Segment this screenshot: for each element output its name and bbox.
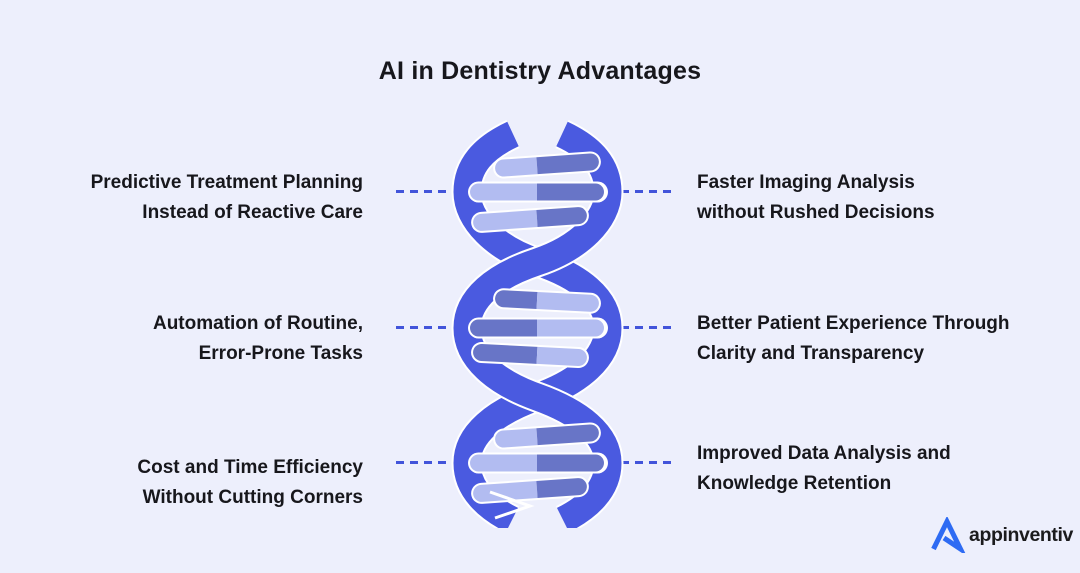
advantage-right-2: Better Patient Experience Through Clarit… — [697, 309, 1010, 369]
advantage-left-1: Predictive Treatment Planning Instead of… — [91, 168, 363, 228]
helix-rung — [468, 181, 608, 203]
advantage-right-1-line1: Faster Imaging Analysis — [697, 172, 915, 193]
appinventiv-logo-icon — [931, 517, 966, 553]
connector-dash-left-2 — [396, 326, 450, 329]
advantage-right-2-line2: Clarity and Transparency — [697, 343, 925, 364]
helix-rung — [471, 205, 589, 233]
chevron-accent — [489, 490, 535, 520]
advantage-left-3: Cost and Time Efficiency Without Cutting… — [137, 453, 363, 513]
helix-rung — [493, 422, 601, 450]
helix-rung — [471, 341, 589, 369]
advantage-right-2-line1: Better Patient Experience Through — [697, 313, 1010, 334]
advantage-right-1: Faster Imaging Analysis without Rushed D… — [697, 168, 935, 228]
helix-rung — [468, 317, 608, 339]
advantage-right-3-line2: Knowledge Retention — [697, 473, 892, 494]
advantage-left-2-line2: Error-Prone Tasks — [198, 343, 363, 364]
dna-helix-graphic — [451, 119, 624, 528]
page-title: AI in Dentistry Advantages — [378, 57, 702, 85]
helix-rung — [493, 288, 601, 314]
connector-dash-right-2 — [621, 326, 672, 329]
brand-logo: appinventiv — [930, 517, 1073, 553]
connector-dash-left-3 — [396, 461, 450, 464]
advantage-left-3-line2: Without Cutting Corners — [142, 487, 363, 508]
advantage-right-3-line1: Improved Data Analysis and — [697, 443, 951, 464]
connector-dash-right-3 — [621, 461, 672, 464]
advantage-left-1-line1: Predictive Treatment Planning — [90, 172, 363, 193]
advantage-right-1-line2: without Rushed Decisions — [697, 202, 935, 223]
helix-rung — [493, 151, 601, 179]
advantage-right-3: Improved Data Analysis and Knowledge Ret… — [697, 439, 951, 499]
connector-dash-right-1 — [621, 190, 672, 193]
advantage-left-1-line2: Instead of Reactive Care — [142, 202, 363, 223]
advantage-left-3-line1: Cost and Time Efficiency — [137, 457, 363, 478]
connector-dash-left-1 — [396, 190, 450, 193]
advantage-left-2: Automation of Routine, Error-Prone Tasks — [153, 309, 363, 369]
brand-name: appinventiv — [969, 523, 1073, 546]
advantage-left-2-line1: Automation of Routine, — [152, 313, 363, 334]
helix-rung — [468, 452, 608, 474]
